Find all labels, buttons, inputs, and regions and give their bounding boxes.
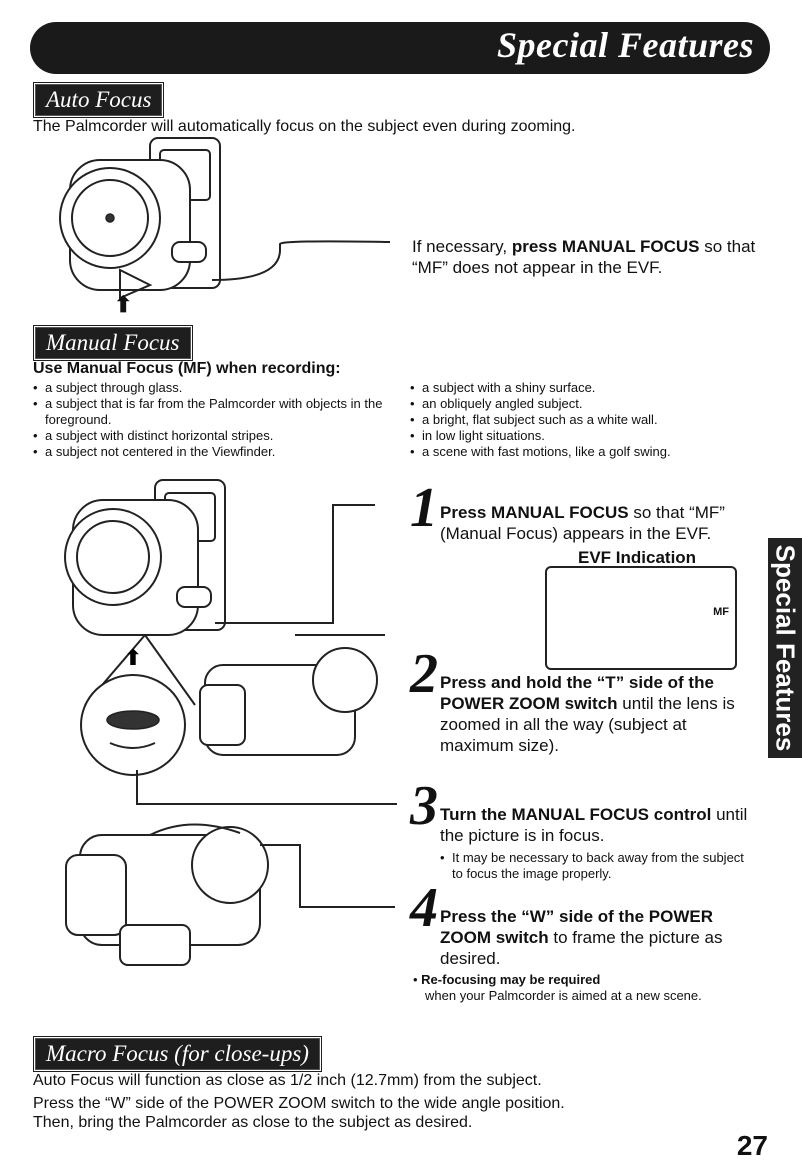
auto-focus-instruction: If necessary, press MANUAL FOCUS so that… — [412, 237, 756, 277]
evf-mf-indicator: MF — [713, 606, 729, 618]
list-item: a subject with distinct horizontal strip… — [33, 428, 388, 444]
evf-indication-screen: MF — [545, 566, 737, 670]
refocus-note-title: Re-focusing may be required — [421, 972, 601, 987]
step-2-text: Press and hold the “T” side of the POWER… — [440, 673, 735, 755]
camcorder-illustration-middle: ⬆ — [64, 479, 385, 805]
macro-focus-heading: Macro Focus (for close-ups) — [33, 1036, 322, 1072]
step-number-3: 3 — [410, 775, 438, 837]
connector-line-step3 — [136, 770, 397, 805]
camcorder-illustration-bottom — [65, 823, 395, 966]
side-tab-label: Special Features — [770, 544, 801, 752]
manual-focus-subheading: Use Manual Focus (MF) when recording: — [33, 360, 341, 377]
step-number-4: 4 — [410, 877, 438, 939]
page-number: 27 — [736, 1130, 768, 1161]
macro-focus-line-2: Press the “W” side of the POWER ZOOM swi… — [33, 1095, 565, 1112]
list-item: a subject through glass. — [33, 380, 388, 396]
step-number-1: 1 — [410, 477, 438, 539]
list-item: a bright, flat subject such as a white w… — [410, 412, 770, 428]
step-3-note: It may be necessary to back away from th… — [440, 850, 750, 882]
list-item: a subject that is far from the Palmcorde… — [33, 396, 388, 428]
step-4-text: Press the “W” side of the POWER ZOOM swi… — [440, 907, 723, 968]
step-3-text: Turn the MANUAL FOCUS control until the … — [440, 805, 748, 845]
list-item: a subject not centered in the Viewfinder… — [33, 444, 388, 460]
arrow-up-icon: ⬆ — [114, 292, 133, 317]
auto-focus-intro: The Palmcorder will automatically focus … — [33, 118, 576, 135]
auto-focus-heading: Auto Focus — [32, 82, 165, 118]
macro-focus-line-1: Auto Focus will function as close as 1/2… — [33, 1072, 542, 1089]
side-section-tab: Special Features — [768, 538, 802, 758]
step-number-2: 2 — [410, 643, 438, 705]
macro-focus-text: Auto Focus will function as close as 1/2… — [33, 1071, 753, 1132]
list-item: an obliquely angled subject. — [410, 396, 770, 412]
evf-indication-label: EVF Indication — [578, 548, 697, 567]
refocus-note-text: when your Palmcorder is aimed at a new s… — [425, 988, 702, 1003]
camcorder-illustration-top — [59, 137, 391, 300]
list-item: a subject with a shiny surface. — [410, 380, 770, 396]
manual-focus-right-list: a subject with a shiny surface. an obliq… — [410, 380, 770, 460]
list-item: in low light situations. — [410, 428, 770, 444]
manual-focus-left-list: a subject through glass. a subject that … — [33, 380, 388, 460]
title-banner — [30, 22, 770, 74]
macro-focus-line-3: Then, bring the Palmcorder as close to t… — [33, 1114, 473, 1131]
list-item: It may be necessary to back away from th… — [440, 850, 750, 882]
step-1-text: Press MANUAL FOCUS so that “MF” (Manual … — [440, 503, 725, 543]
page-title: Special Features — [497, 25, 754, 65]
manual-focus-heading: Manual Focus — [33, 325, 193, 361]
svg-text:⬆: ⬆ — [124, 646, 142, 671]
list-item: a scene with fast motions, like a golf s… — [410, 444, 770, 460]
refocus-note: • Re-focusing may be required when your … — [413, 972, 753, 1004]
